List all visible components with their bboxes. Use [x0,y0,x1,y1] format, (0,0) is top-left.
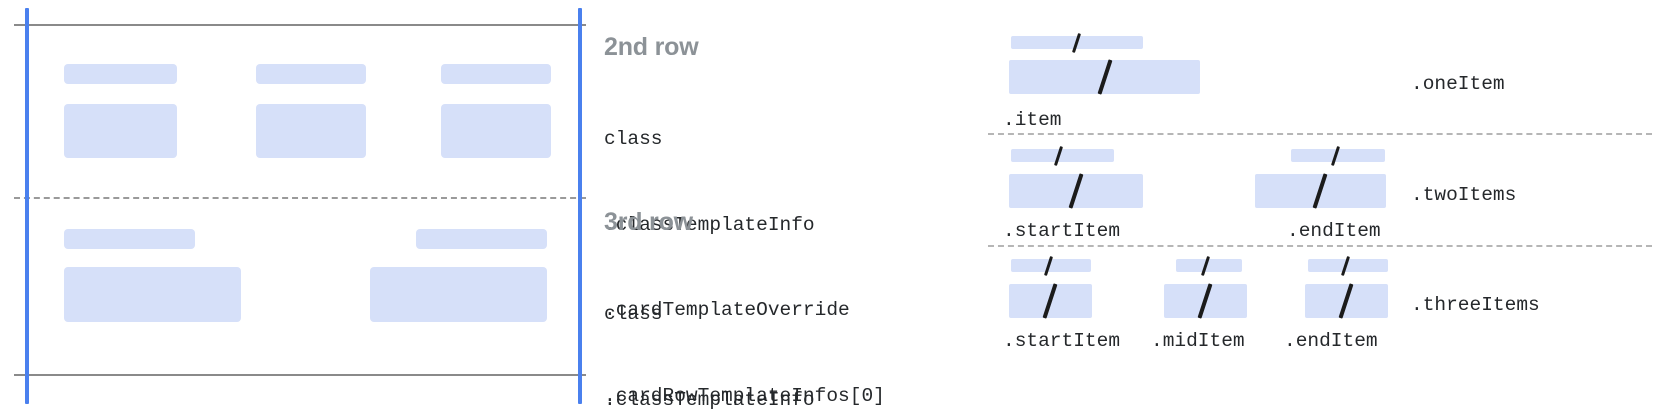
cell-content-bar [370,267,547,322]
slot-label: .startItem [1003,220,1121,242]
code-line: class [604,303,663,325]
slot-top-bar [1308,259,1388,272]
slot-label: .item [1003,109,1062,131]
slot-label: .endItem [1284,330,1378,352]
slot-label: .endItem [1287,220,1381,242]
code-line: class [604,128,663,150]
row-divider [14,197,586,199]
row-annotation-code: class .classTemplateInfo .cardTemplateOv… [604,243,885,412]
variant-one-item: .item .oneItem [0,0,1676,131]
slot-label: .startItem [1003,330,1121,352]
row-annotation-title: 3rd row [604,208,693,236]
slot-top-bar [1011,149,1114,162]
slot-top-bar [1291,149,1385,162]
card-top-border [14,24,586,26]
slot-top-bar [1176,259,1242,272]
cell-label-bar [441,64,551,84]
row-annotation-2nd: 2nd row class .classTemplateInfo .cardTe… [604,32,885,412]
variant-two-items: .startItem .endItem .twoItems [1003,146,1517,242]
code-line: .cardRowTemplateInfos[0] [604,384,885,407]
cell-label-bar [416,229,547,249]
cell-content-bar [441,104,551,158]
code-line: .classTemplateInfo [604,388,815,411]
variant-separator [988,245,1652,247]
right-margin-guide [578,8,582,404]
variant-label: .twoItems [1411,184,1517,206]
code-line: .cardTemplateOverride [604,299,850,321]
row-annotation-code: class .classTemplateInfo .cardTemplateOv… [604,68,885,412]
slot-top-bar [1011,259,1091,272]
variant-separator [988,133,1652,135]
cell-content-bar [64,104,177,158]
card-bottom-border [14,374,586,376]
cell-content-bar [256,104,366,158]
cell-label-bar [256,64,366,84]
cell-label-bar [64,229,195,249]
cell-label-bar [64,64,177,84]
row-annotation-title: 2nd row [604,33,699,61]
variant-label: .oneItem [1411,73,1505,95]
left-margin-guide [25,8,29,404]
slot-label: .midItem [1151,330,1245,352]
row-annotation-3rd: 3rd row class .classTemplateInfo .cardTe… [604,207,885,412]
cell-content-bar [64,267,241,322]
code-line: .classTemplateInfo [604,213,815,236]
variant-label: .threeItems [1411,294,1540,316]
